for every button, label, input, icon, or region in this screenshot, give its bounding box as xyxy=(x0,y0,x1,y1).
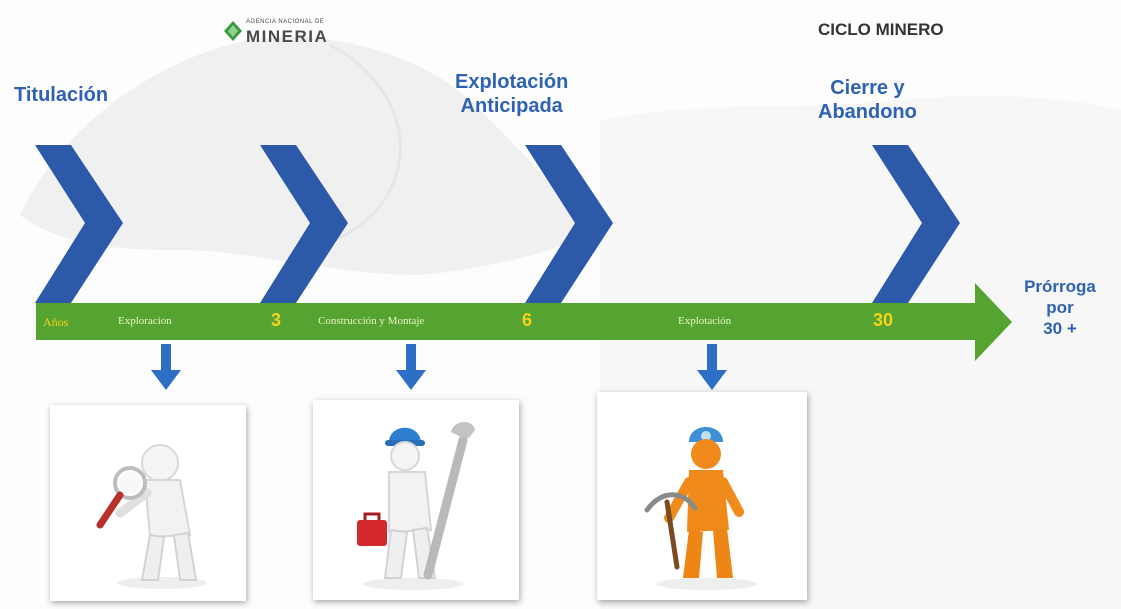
chevron-titulacion-icon xyxy=(35,145,123,303)
milestone-6: 6 xyxy=(522,310,533,330)
wrench-worker-icon xyxy=(357,421,475,590)
logo-name: MINERIA xyxy=(246,27,329,46)
diamond-logo-icon xyxy=(224,21,242,41)
extension-line: 30 + xyxy=(1043,319,1077,338)
logo-small-text: AGENCIA NACIONAL DE xyxy=(246,19,325,25)
miner-pickaxe-icon xyxy=(644,427,757,590)
extension-label: Prórroga por 30 + xyxy=(1010,276,1110,339)
stage-label-line: Titulación xyxy=(14,84,109,106)
stage-label-line: Anticipada xyxy=(460,95,563,117)
stage-label-line: Cierre y xyxy=(830,77,905,99)
chevron-cierre-icon xyxy=(872,145,960,303)
down-arrow-icon xyxy=(697,344,727,390)
phase-label-exploracion: Exploracion xyxy=(118,315,172,327)
cycle-title: CICLO MINERO xyxy=(818,20,944,39)
exploitation-illustration-card xyxy=(597,392,807,600)
milestone-30: 30 xyxy=(873,310,894,330)
chevron-construccion-icon xyxy=(260,145,348,303)
phase-label-construccion: Construcción y Montaje xyxy=(318,315,425,327)
stage-label-explotacion-anticipada: Explotación Anticipada xyxy=(455,70,568,118)
stage-label-line: Abandono xyxy=(818,101,917,123)
extension-line: por xyxy=(1046,298,1074,317)
phase-label-explotacion: Explotación xyxy=(678,315,732,327)
timeline-start-label: Años xyxy=(43,315,69,329)
stage-label-cierre: Cierre y Abandono xyxy=(818,76,917,124)
extension-line: Prórroga xyxy=(1024,277,1096,296)
stage-label-titulacion: Titulación xyxy=(14,83,108,107)
down-arrow-icon xyxy=(396,344,426,390)
chevron-explotacion-icon xyxy=(525,145,613,303)
stage-label-line: Explotación xyxy=(455,71,569,93)
exploration-illustration-card xyxy=(50,405,246,601)
magnifier-figure-icon xyxy=(96,444,207,589)
down-arrow-icon xyxy=(151,344,181,390)
milestone-3: 3 xyxy=(271,310,282,330)
agency-logo: AGENCIA NACIONAL DE MINERIA xyxy=(222,14,342,48)
construction-illustration-card xyxy=(313,400,519,600)
